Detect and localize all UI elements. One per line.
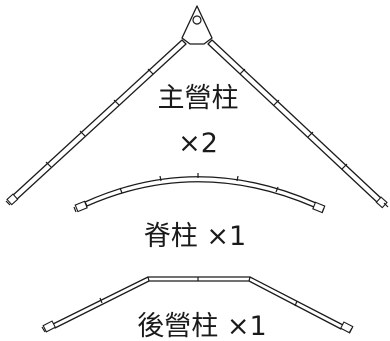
joint bbox=[99, 297, 103, 304]
main-pole bbox=[5, 5, 389, 209]
main-pole-hub bbox=[181, 5, 213, 45]
rear-pole-label: 後營柱 ×1 bbox=[137, 311, 266, 341]
pole-tip-icon bbox=[339, 321, 354, 334]
pole-tip-icon bbox=[312, 201, 326, 214]
pole-tip-icon bbox=[41, 320, 57, 333]
main-pole-quantity: ×2 bbox=[178, 128, 218, 159]
joint bbox=[45, 161, 52, 168]
hub-ring-icon bbox=[192, 15, 202, 25]
joint bbox=[294, 300, 298, 307]
joint bbox=[236, 175, 239, 182]
ridge-pole-body bbox=[84, 176, 317, 208]
joint bbox=[239, 68, 246, 75]
rear-pole bbox=[41, 276, 354, 334]
pole-tip-icon bbox=[5, 193, 19, 206]
joint bbox=[159, 175, 162, 182]
joint bbox=[113, 99, 120, 106]
joint bbox=[307, 131, 314, 138]
joint bbox=[341, 163, 348, 170]
joint bbox=[79, 130, 86, 137]
joint bbox=[275, 186, 279, 193]
ridge-pole bbox=[73, 173, 326, 214]
main-pole-label: 主營柱 bbox=[158, 83, 239, 114]
ridge-pole-label: 脊柱 ×1 bbox=[144, 221, 246, 252]
joint bbox=[273, 99, 280, 106]
pole-tip-icon bbox=[73, 200, 88, 213]
pole-tip-icon bbox=[375, 196, 389, 209]
joint bbox=[119, 187, 123, 194]
joint bbox=[248, 276, 251, 282]
joint bbox=[147, 276, 150, 282]
joint bbox=[147, 68, 154, 75]
